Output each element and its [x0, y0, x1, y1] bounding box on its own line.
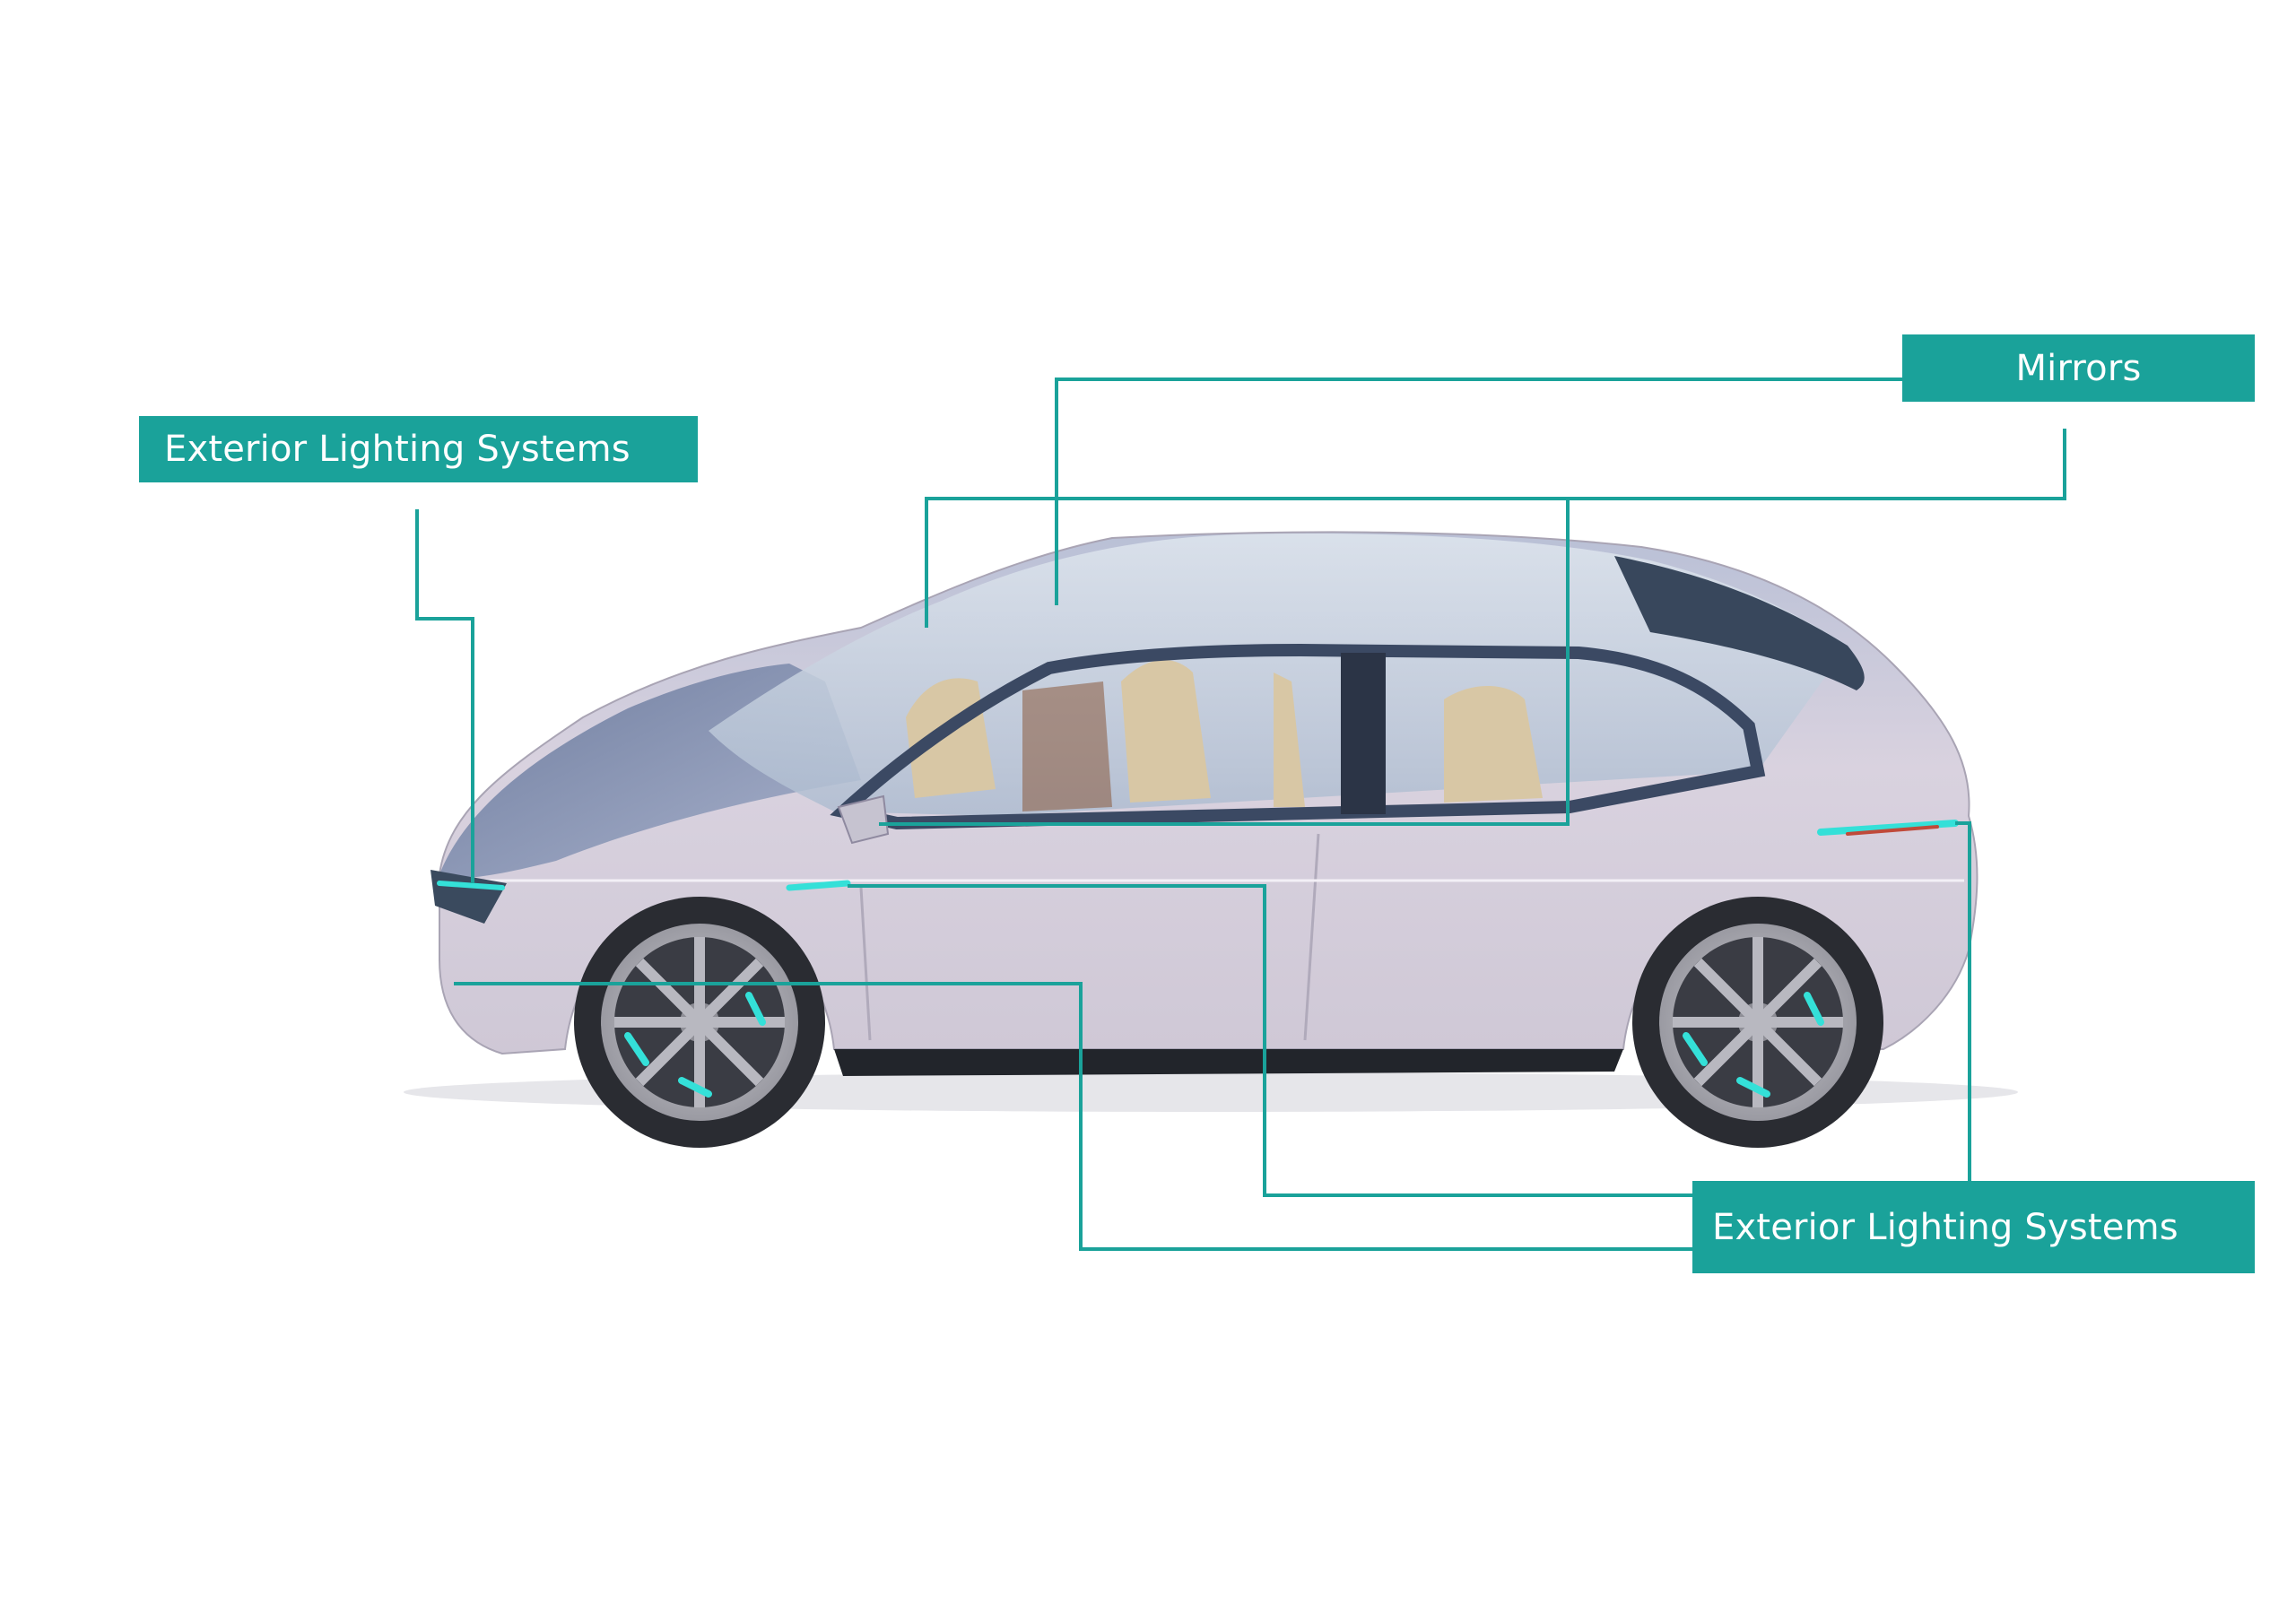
car-sill: [834, 1049, 1623, 1076]
taillight-led: [1817, 820, 1959, 836]
label-exterior-lighting-front: Exterior Lighting Systems: [139, 416, 698, 482]
door-line: [1303, 833, 1320, 1041]
car-b-pillar: [1341, 653, 1386, 814]
car-window-frame: [830, 643, 1766, 830]
door-line: [859, 887, 872, 1041]
car-illustration: [404, 531, 2018, 1148]
label-mirrors: Mirrors: [1902, 334, 2255, 402]
car-roof: [1614, 556, 1865, 690]
car-interior: [906, 660, 1543, 812]
rear-wheel: [1632, 897, 1883, 1148]
front-wheel: [574, 897, 825, 1148]
side-mirror: [837, 794, 890, 845]
side-marker-led: [786, 880, 851, 891]
leader-line-mirrors-c: [879, 499, 1570, 826]
leader-lines: [415, 378, 2066, 1251]
taillight-red: [1846, 825, 1939, 836]
leader-line-side-marker: [848, 884, 1692, 1197]
leader-line-front-lighting: [415, 509, 474, 883]
leader-line-mirrors-a: [1055, 378, 1902, 605]
leader-line-wheel: [454, 982, 1692, 1251]
leader-line-taillight: [1955, 821, 1971, 1181]
label-exterior-lighting-bottom: Exterior Lighting Systems: [1692, 1181, 2255, 1273]
headlight-led: [437, 881, 505, 890]
leader-line-mirrors-b: [925, 429, 2066, 628]
